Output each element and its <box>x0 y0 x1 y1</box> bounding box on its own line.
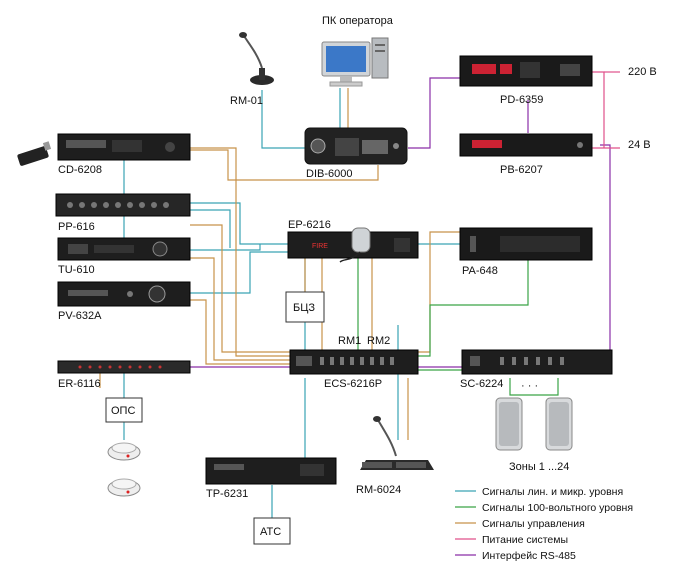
tu610-device <box>57 237 191 261</box>
cd6208-device <box>57 133 191 161</box>
signal-line-pv-ep <box>190 251 288 294</box>
rm6024-device <box>360 416 434 470</box>
100v-line-sc-speakers <box>509 378 559 396</box>
pv632a-label: PV-632A <box>58 310 102 322</box>
bcz-label: БЦЗ <box>293 302 315 314</box>
rm6024-label: RM-6024 <box>356 484 401 496</box>
legend-item: Интерфейс RS-485 <box>455 550 576 562</box>
legend-item: Сигналы лин. и микр. уровня <box>455 486 623 498</box>
legend-item: Сигналы управления <box>455 518 585 530</box>
pc-icon <box>321 37 389 87</box>
control-line-pp-ecs <box>190 224 290 353</box>
legend-item-label: Интерфейс RS-485 <box>482 550 576 562</box>
pc-label: ПК оператора <box>322 15 394 27</box>
100v-line-pa-sc <box>418 260 529 357</box>
pa648-label: PA-648 <box>462 265 498 277</box>
signal-line-pp-ep2 <box>190 209 231 248</box>
ecs6216p-device <box>289 349 419 375</box>
rs485-line-pb-sc <box>600 144 612 366</box>
tu610-label: TU-610 <box>58 264 95 276</box>
rm1-label: RM1 <box>338 335 361 347</box>
sc6224-device <box>461 349 613 375</box>
control-line-dib-ecs <box>190 149 379 181</box>
pd6359-label: PD-6359 <box>500 94 543 106</box>
v24-label: 24 В <box>628 139 651 151</box>
control-line-tu-ecs <box>190 257 290 361</box>
pa648-device <box>459 227 593 261</box>
legend-item: Питание системы <box>455 534 568 546</box>
rm01-microphone <box>239 32 274 85</box>
signal-line-tu-ep <box>190 244 261 251</box>
legend-item-label: Сигналы лин. и микр. уровня <box>482 486 623 498</box>
legend-item-label: Питание системы <box>482 534 568 546</box>
ats-label: АТС <box>260 526 281 538</box>
legend-item-label: Сигналы управления <box>482 518 585 530</box>
rs485-line-dib-pd <box>408 77 460 149</box>
dib6000-label: DIB-6000 <box>306 168 352 180</box>
tp6231-device <box>205 457 337 485</box>
legend-item: Сигналы 100-вольтного уровня <box>455 502 633 514</box>
ats-box: АТС <box>253 517 291 545</box>
v220-label: 220 В <box>628 66 657 78</box>
pb6207-label: PB-6207 <box>500 164 543 176</box>
control-line-pv-ecs <box>190 299 290 365</box>
speaker-2-icon <box>545 397 573 451</box>
er6116-device <box>57 360 191 374</box>
ops-label: ОПС <box>111 405 135 417</box>
dib6000-device <box>304 127 408 165</box>
pb6207-device <box>459 133 593 157</box>
signal-line-rm01-dib <box>261 90 305 149</box>
rm01-label: RM-01 <box>230 95 263 107</box>
signal-line-pp-ep <box>190 202 288 245</box>
rm2-label: RM2 <box>367 335 390 347</box>
power-line-220 <box>592 71 605 148</box>
control-line-cd-ecs <box>190 147 290 357</box>
tp6231-label: TP-6231 <box>206 488 248 500</box>
pp616-label: PP-616 <box>58 221 95 233</box>
er6116-label: ER-6116 <box>58 378 101 390</box>
ops-box: ОПС <box>105 397 143 423</box>
ep6216-label: EP-6216 <box>288 219 331 231</box>
dots-label: · · · <box>521 380 538 392</box>
bcz-box: БЦЗ <box>285 291 325 323</box>
legend: Сигналы лин. и микр. уровня Сигналы 100-… <box>455 486 633 562</box>
legend-item-label: Сигналы 100-вольтного уровня <box>482 502 633 514</box>
pv632a-device <box>57 281 191 307</box>
speaker-1-icon <box>495 397 523 451</box>
usb-stick-icon <box>17 141 52 166</box>
smoke-detector-1-icon <box>107 442 141 461</box>
sc6224-label: SC-6224 <box>460 378 503 390</box>
pd6359-device <box>459 55 593 87</box>
ep6216-device: FIRE <box>287 227 419 263</box>
cd6208-label: CD-6208 <box>58 164 102 176</box>
smoke-detector-2-icon <box>107 478 141 497</box>
ecs6216p-label: ECS-6216P <box>324 378 382 390</box>
fire-label: FIRE <box>312 243 328 250</box>
zones-label: Зоны 1 ...24 <box>509 461 569 473</box>
control-line-ecs-sc <box>418 231 460 353</box>
pp616-device <box>55 193 191 217</box>
